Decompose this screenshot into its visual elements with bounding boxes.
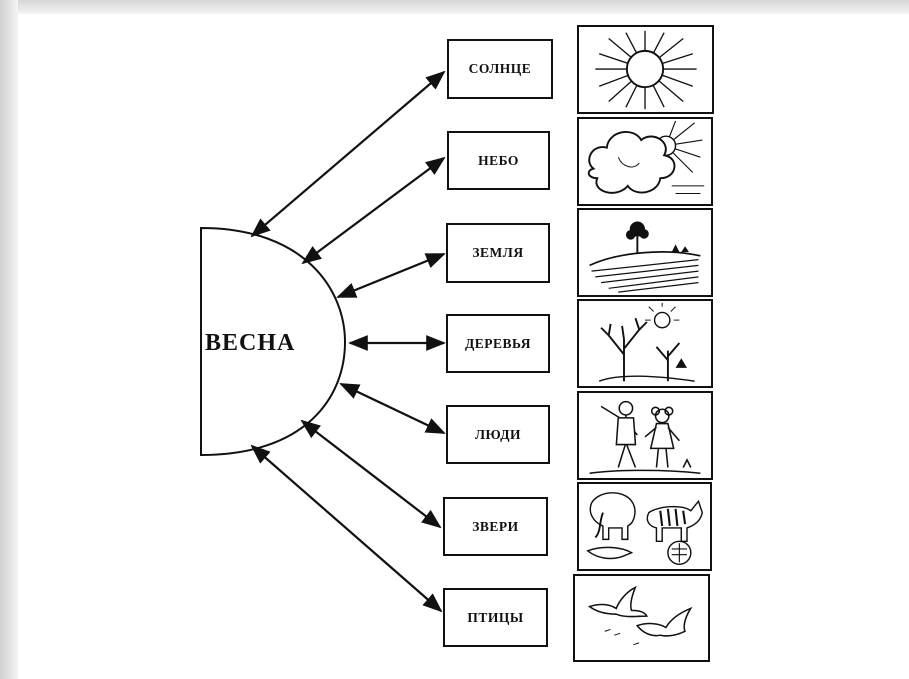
sun-icon	[577, 25, 714, 114]
field-tree-icon	[577, 208, 713, 297]
label-derevya: ДЕРЕВЬЯ	[446, 314, 550, 373]
arrow-solnce	[250, 70, 446, 238]
slide-top-border	[0, 0, 909, 14]
label-zveri: ЗВЕРИ	[443, 497, 548, 556]
arrow-zemlya	[336, 252, 446, 299]
label-solnce: СОЛНЦЕ	[447, 39, 553, 99]
arrow-zveri	[300, 419, 442, 529]
birds-icon	[573, 574, 710, 662]
trees-icon	[577, 299, 713, 388]
arrow-ptitsy	[250, 444, 443, 613]
arrow-lyudi	[339, 383, 446, 434]
children-icon	[577, 391, 713, 480]
slide-left-border	[0, 0, 18, 679]
label-lyudi: ЛЮДИ	[446, 405, 550, 464]
animals-icon	[577, 482, 712, 571]
label-nebo: НЕБО	[447, 131, 550, 190]
spring-half-disc	[200, 226, 347, 457]
arrow-nebo	[301, 156, 446, 265]
cloud-sun-icon	[577, 117, 713, 206]
center-title: ВЕСНА	[205, 330, 296, 356]
label-ptitsy: ПТИЦЫ	[443, 588, 548, 647]
label-zemlya: ЗЕМЛЯ	[446, 223, 550, 283]
